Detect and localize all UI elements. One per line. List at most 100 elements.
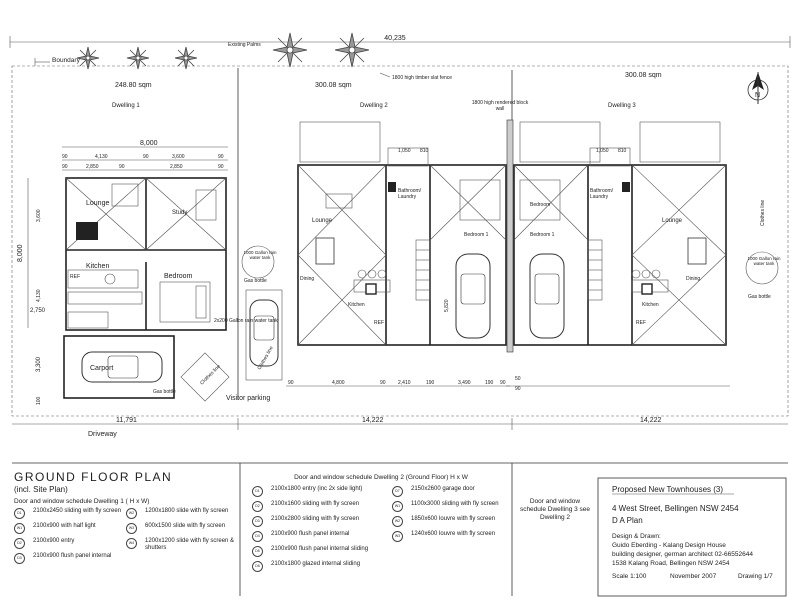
schedule-row: D7 2150x2600 garage door — [392, 486, 510, 497]
dim-label: 14,222 — [362, 417, 384, 424]
schedule-tag-symbol: D4 — [252, 531, 263, 542]
area-label: 248.80 sqm — [115, 82, 152, 89]
dim-label: 90 — [119, 164, 125, 170]
dwelling-3: Dwelling 3 Lo — [506, 103, 781, 392]
dwelling-3-schedule-note: Door and window schedule Dwelling 3 see … — [519, 498, 591, 521]
dim-label: 90 — [380, 380, 386, 386]
drawing-heading: GROUND FLOOR PLAN — [14, 470, 173, 484]
boundary-label: Boundary — [52, 57, 81, 64]
room-label: Kitchen — [642, 302, 659, 308]
schedule-row: W4 1200x1200 slide with fly screen & shut… — [126, 538, 238, 552]
fixture-label: REF — [374, 320, 384, 326]
room-label: Dining — [300, 276, 314, 282]
dim-label: 90 — [515, 386, 521, 392]
schedule-text: 2100x1600 sliding with fly screen — [271, 501, 360, 507]
dim-label: 90 — [62, 154, 68, 160]
visitor-parking-label: Visitor parking — [226, 395, 270, 402]
car-icon — [81, 351, 163, 383]
room-label: Lounge — [312, 218, 333, 224]
schedule-text: 1200x1800 slide with fly screen — [145, 508, 229, 514]
dim-label: 4,800 — [332, 380, 345, 386]
dwelling-2: Dwelling 2 — [241, 103, 601, 387]
schedule-tag-symbol: W3 — [126, 523, 137, 534]
schedule-text: 2100x900 flush panel internal sliding — [271, 546, 369, 552]
schedule-text: 1200x1200 slide with fly screen & shutte… — [145, 538, 235, 551]
schedule-text: 1240x600 louvre with fly screen — [411, 531, 496, 537]
schedule-tag-symbol: D1 — [14, 508, 25, 519]
schedule-title: Door and window schedule Dwelling 1 ( H … — [14, 498, 150, 505]
schedule-tag-symbol: W2 — [126, 508, 137, 519]
room-label: Bathroom/ Laundry — [590, 188, 614, 200]
area-label: 300.08 sqm — [315, 82, 352, 89]
schedule-tag-symbol: D7 — [392, 486, 403, 497]
dim-label: 2,750 — [30, 308, 46, 314]
dim-label: 3,600 — [36, 209, 42, 222]
schedule-tag-symbol: D2 — [14, 538, 25, 549]
room-label: Dining — [686, 276, 700, 282]
schedule-row: W1 1100x3000 sliding with fly screen — [392, 501, 510, 512]
dim-label: 1,050 — [596, 148, 609, 154]
schedule-text: 2100x900 flush panel internal — [271, 531, 350, 537]
schedule-tag-symbol: W4 — [126, 538, 137, 549]
schedule-text: 2100x900 with half light — [33, 523, 96, 529]
dim-label: 810 — [420, 148, 429, 154]
dim-label: 3,300 — [36, 356, 42, 372]
schedule-text: 2150x2600 garage door — [411, 486, 475, 492]
dim-label: 5,820 — [444, 299, 450, 312]
title-panel — [12, 462, 788, 597]
dwelling-1: Dwelling 1 8,000 90 4,130 90 3,600 90 90… — [17, 103, 230, 405]
dim-label: 4,130 — [95, 154, 108, 160]
schedule-text: 2100x2450 sliding with fly screen — [33, 508, 122, 514]
dim-label: 100 — [36, 396, 42, 405]
room-label: Lounge — [662, 218, 683, 224]
date-label: November 2007 — [670, 573, 717, 580]
dim-label: 8,000 — [140, 140, 158, 147]
schedule-row: W2 1200x1800 slide with fly screen — [126, 508, 238, 519]
schedule-text: 1850x600 louvre with fly screen — [411, 516, 496, 522]
fixture-label: REF — [70, 274, 80, 280]
block-wall-label: 1800 high rendered block wall — [471, 100, 529, 112]
room-label: Kitchen — [348, 302, 365, 308]
dim-label: 2,410 — [398, 380, 411, 386]
schedule-text: 2100x2800 sliding with fly screen — [271, 516, 360, 522]
existing-palms-label: Existing Palms — [228, 42, 261, 48]
dim-label: 2,850 — [170, 164, 183, 170]
dim-label: 90 — [62, 164, 68, 170]
room-label: Kitchen — [86, 263, 109, 270]
schedule-title: Door and window schedule Dwelling 2 (Gro… — [294, 474, 468, 481]
project-address: 4 West Street, Bellingen NSW 2454 — [612, 504, 739, 513]
north-arrow-icon — [747, 72, 769, 104]
schedule-text: 1100x3000 sliding with fly screen — [411, 501, 499, 507]
fence-label: 1800 high timber slat fence — [392, 75, 452, 81]
palm-tree-icon — [272, 32, 308, 68]
dim-label: 190 — [485, 380, 494, 386]
palm-tree-icon — [126, 46, 150, 70]
room-label: Bedroom — [164, 273, 193, 280]
room-label: Bedroom 1 — [530, 232, 555, 238]
schedule-tag-symbol: W1 — [392, 501, 403, 512]
room-label: Lounge — [86, 200, 109, 207]
schedule-tag-symbol: D1 — [252, 486, 263, 497]
overall-dimension: 40,235 — [9, 35, 791, 48]
dwelling-1-schedule-panel: GROUND FLOOR PLAN (incl. Site Plan) Door… — [14, 470, 238, 596]
schedule-tag-symbol: D5 — [252, 546, 263, 557]
schedule-text: 2100x900 flush panel internal — [33, 553, 112, 559]
bottom-dimensions: 11,791 14,222 14,222 Driveway — [12, 417, 788, 438]
rain-tank-label: 1000 Gallon rain water tank — [747, 256, 781, 266]
gas-bottle-label: Gas bottle — [244, 278, 267, 284]
visitor-parking: Visitor parking — [226, 289, 283, 402]
room-label: Bathroom/ Laundry — [398, 188, 422, 200]
room-label: Bedroom — [530, 202, 550, 208]
rain-tank-label: 1000 Gallon rain water tank — [243, 250, 277, 260]
project-title: Proposed New Townhouses (3) — [612, 485, 723, 494]
dim-label: 810 — [618, 148, 627, 154]
schedule-tag-symbol: W2 — [392, 516, 403, 527]
scale-label: Scale 1:100 — [612, 573, 647, 580]
